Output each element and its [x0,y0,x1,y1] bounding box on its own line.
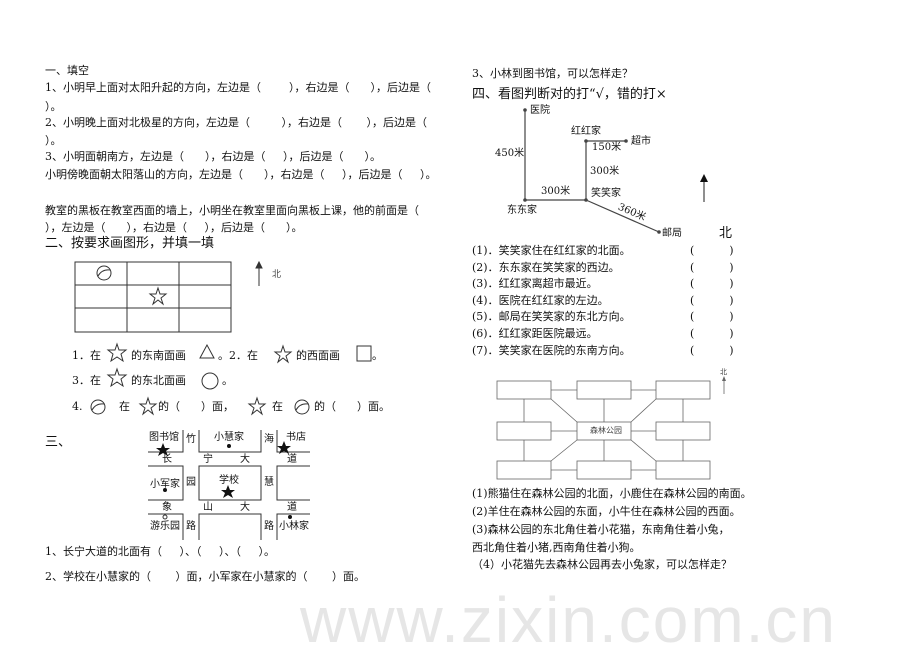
question-4: 小明傍晚面朝太阳落山的方向，左边是（ ），右边是（ ），后边是（ ）。 [45,168,437,181]
item-4-text: 的（ ）面， [158,400,234,413]
star-icon [148,286,168,306]
map-xiaojun-home: 小军家 [150,479,180,490]
road-label: 山 [203,502,213,513]
circle-icon [201,372,219,390]
question-1-end: ）。 [45,100,62,113]
north-label: 北 [272,270,282,280]
statement: (5)．邮局在笑笑家的东北方向。 [472,310,631,324]
statement: (2)．东东家在笑笑家的西边。 [472,260,620,274]
place-xiaoxiao-home: 笑笑家 [591,188,621,199]
square-icon [356,345,372,362]
item-2-text: 。 [372,349,383,362]
road-label: 大 [240,502,250,513]
question-2: 2、小明晚上面对北极星的方向，左边是（ ），右边是（ ），后边是（ [45,116,427,129]
forest-question: （4）小花猫先去森林公园再去小兔家，可以怎样走？ [472,558,732,571]
map-xiaolin-home: 小林家 [279,521,309,532]
answer-blank[interactable]: ( ) [690,343,734,357]
north-label: 北 [719,226,733,241]
place-supermarket: 超市 [631,136,651,147]
answer-blank[interactable]: ( ) [690,293,734,307]
section-2-title: 二、按要求画图形，并填一填 [45,236,215,251]
map-xiaohui-home: 小慧家 [214,432,244,443]
item-1-text: 1．在 [72,349,101,362]
item-4-text: 的（ ）面。 [314,400,390,413]
question-1: 1、小明早上面对太阳升起的方向，左边是（ ），右边是（ ），后边是（ [45,81,431,94]
star-icon [247,396,267,416]
distance-label: 300米 [541,186,571,197]
question-5: 教室的黑板在教室西面的墙上，小明坐在教室里面向黑板上课，他的前面是（ [45,204,419,217]
question-2-end: ）。 [45,134,62,147]
distance-label: 450米 [495,148,525,159]
section-3-title: 三、 [45,435,72,450]
road-label: 园 [186,477,196,488]
map-question-1: 1、长宁大道的北面有（ ）、（ ）、（ ）。 [45,545,275,558]
item-3-text: 3．在 [72,374,101,387]
star-icon [106,367,128,388]
road-label: 大 [240,454,250,465]
map-school: 学校 [219,475,239,486]
forest-text: 西北角住着小猪,西南角住着小狗。 [472,541,641,554]
forest-text: (3)森林公园的东北角住着小花猫，东南角住着小兔， [472,523,730,536]
map-playground: 游乐园 [150,521,180,532]
statement: (3)．红红家离超市最近。 [472,277,598,291]
statement: (7)．笑笑家在医院的东南方向。 [472,343,631,357]
place-post-office: 邮局 [662,228,682,239]
forest-text: (1)熊猫住在森林公园的北面，小鹿住在森林公园的南面。 [472,487,752,500]
distance-label: 150米 [592,142,622,153]
forest-text: (2)羊住在森林公园的东面，小牛住在森林公园的西面。 [472,505,741,518]
question-3: 3、小明面朝南方，左边是（ ），右边是（ ），后边是（ ）。 [45,150,381,163]
item-4-text: 4. [72,400,83,413]
distance-label: 300米 [590,166,620,177]
answer-blank[interactable]: ( ) [690,260,734,274]
half-circle-icon [90,399,106,415]
place-hospital: 医院 [530,105,550,116]
forest-park-label: 森林公园 [590,426,622,435]
watermark: www.zixin.com.cn [300,584,837,651]
item-1-text: 的东南面画 [131,349,186,362]
road-label: 象 [162,502,172,513]
road-label: 竹 [186,434,196,445]
map-bookstore: 书店 [286,432,306,443]
map-library: 图书馆 [149,432,179,443]
statement: (4)．医院在红红家的左边。 [472,293,609,307]
star-icon [138,396,158,416]
section-1-title: 一、填空 [45,64,89,77]
road-label: 宁 [203,454,213,465]
place-honghong-home: 红红家 [571,126,601,137]
road-label: 路 [186,521,196,532]
statement-list: (1)．笑笑家住在红红家的北面。 ( ) (2)．东东家在笑笑家的西边。 ( ) (… [472,244,742,360]
map-question-3: 3、小林到图书馆，可以怎样走？ [472,67,633,80]
road-label: 长 [162,454,172,465]
road-label: 道 [287,502,297,513]
north-label: 北 [720,368,727,376]
road-label: 慧 [264,477,274,488]
answer-blank[interactable]: ( ) [690,326,734,340]
star-icon [273,344,293,364]
place-dongdong-home: 东东家 [507,205,537,216]
answer-blank[interactable]: ( ) [690,277,734,291]
item-4-text: 在 [119,400,130,413]
answer-blank[interactable]: ( ) [690,244,734,257]
map-question-2: 2、学校在小慧家的（ ）面，小军家在小慧家的（ ）面。 [45,570,365,583]
road-label: 海 [264,434,274,445]
triangle-icon [199,343,215,359]
answer-blank[interactable]: ( ) [690,310,734,324]
item-3-text: 。 [222,374,233,387]
question-5-end: ），左边是（ ），右边是（ ），后边是（ ）。 [45,221,303,234]
item-4-text: 在 [272,400,283,413]
item-2-text: 。2．在 [218,349,258,362]
statement: (6)．红红家距医院最远。 [472,326,598,340]
item-3-text: 的东北面画 [131,374,186,387]
road-label: 路 [264,521,274,532]
half-circle-icon [294,399,310,415]
item-2-text: 的西面画 [296,349,340,362]
road-label: 道 [287,454,297,465]
statement: (1)．笑笑家住在红红家的北面。 [472,244,631,257]
star-icon [106,342,128,363]
section-4-title: 四、看图判断对的打“√，错的打× [472,87,667,102]
